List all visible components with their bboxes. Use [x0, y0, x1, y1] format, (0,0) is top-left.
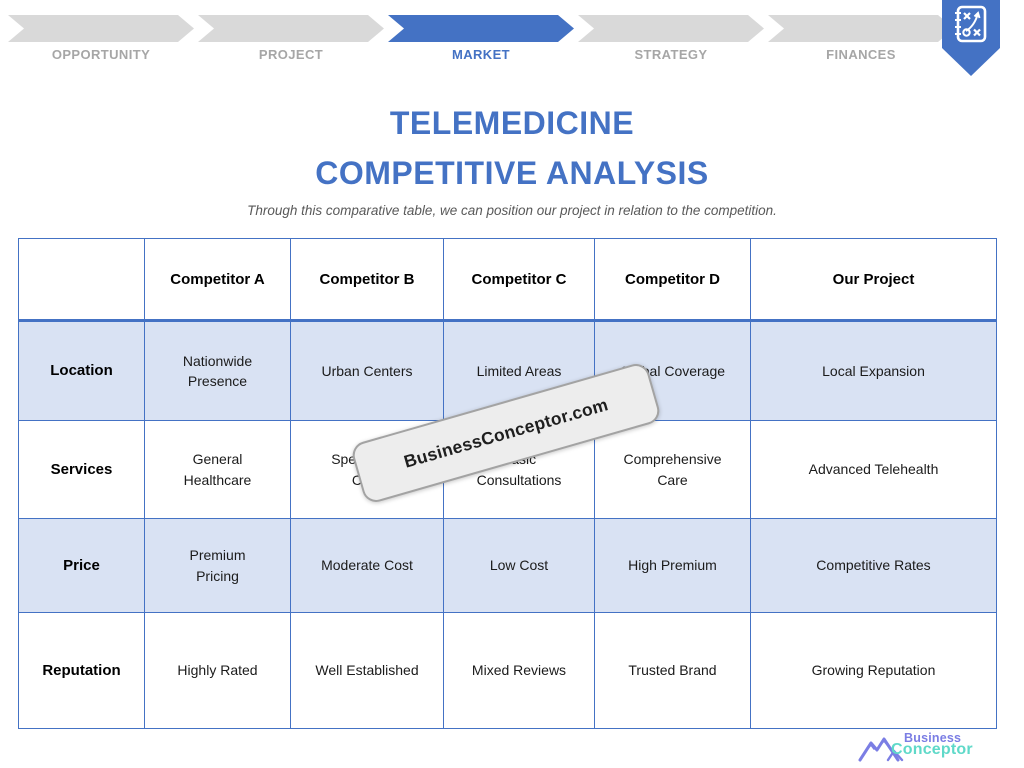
page-title: TELEMEDICINE COMPETITIVE ANALYSIS — [0, 98, 1024, 198]
table-row-price: Price Premium Pricing Moderate Cost Low … — [18, 518, 997, 613]
table-cell: Trusted Brand — [594, 612, 751, 729]
table-cell: Moderate Cost — [290, 518, 444, 613]
table-cell: Growing Reputation — [750, 612, 997, 729]
nav-label-market[interactable]: MARKET — [451, 47, 510, 62]
table-cell: Highly Rated — [144, 612, 291, 729]
progress-nav — [8, 15, 954, 42]
brand-logo: Business Conceptor — [858, 729, 990, 765]
strategy-playbook-pennant-icon — [942, 0, 1000, 78]
column-header-competitor-b: Competitor B — [290, 238, 444, 322]
column-header-empty — [18, 238, 145, 322]
page-title-line1: TELEMEDICINE — [389, 105, 635, 141]
nav-step-opportunity-arrow[interactable] — [8, 15, 194, 42]
nav-step-market-arrow[interactable] — [388, 15, 574, 42]
table-cell: Well Established — [290, 612, 444, 729]
table-cell: General Healthcare — [144, 420, 291, 519]
table-cell: Local Expansion — [750, 320, 997, 421]
table-cell: Urban Centers — [290, 320, 444, 421]
table-cell: Nationwide Presence — [144, 320, 291, 421]
column-header-competitor-d: Competitor D — [594, 238, 751, 322]
progress-nav-labels: OPPORTUNITY PROJECT MARKET STRATEGY FINA… — [8, 47, 954, 62]
nav-step-finances-arrow[interactable] — [768, 15, 954, 42]
comparison-table: Competitor A Competitor B Competitor C C… — [18, 238, 997, 729]
table-cell: Premium Pricing — [144, 518, 291, 613]
row-header-reputation: Reputation — [18, 612, 145, 729]
table-cell: Advanced Telehealth — [750, 420, 997, 519]
table-cell: Comprehensive Care — [594, 420, 751, 519]
table-cell: Competitive Rates — [750, 518, 997, 613]
table-header-row: Competitor A Competitor B Competitor C C… — [18, 238, 997, 322]
row-header-location: Location — [18, 320, 145, 421]
brand-name-business: Business — [904, 731, 962, 745]
table-cell: Mixed Reviews — [443, 612, 595, 729]
mountains-icon — [858, 737, 904, 762]
page-title-line2: COMPETITIVE ANALYSIS — [315, 155, 709, 191]
table-cell: High Premium — [594, 518, 751, 613]
row-header-price: Price — [18, 518, 145, 613]
column-header-our-project: Our Project — [750, 238, 997, 322]
row-header-services: Services — [18, 420, 145, 519]
page-subtitle: Through this comparative table, we can p… — [247, 203, 777, 218]
nav-label-opportunity[interactable]: OPPORTUNITY — [51, 47, 151, 62]
brand-name-conceptor: Conceptor — [891, 741, 973, 758]
nav-label-strategy[interactable]: STRATEGY — [634, 47, 708, 62]
nav-label-project[interactable]: PROJECT — [258, 47, 324, 62]
column-header-competitor-a: Competitor A — [144, 238, 291, 322]
table-cell: Low Cost — [443, 518, 595, 613]
table-row-reputation: Reputation Highly Rated Well Established… — [18, 612, 997, 729]
nav-step-strategy-arrow[interactable] — [578, 15, 764, 42]
column-header-competitor-c: Competitor C — [443, 238, 595, 322]
table-row-services: Services General Healthcare Specialized … — [18, 420, 997, 519]
nav-label-finances[interactable]: FINANCES — [826, 47, 896, 62]
nav-step-project-arrow[interactable] — [198, 15, 384, 42]
